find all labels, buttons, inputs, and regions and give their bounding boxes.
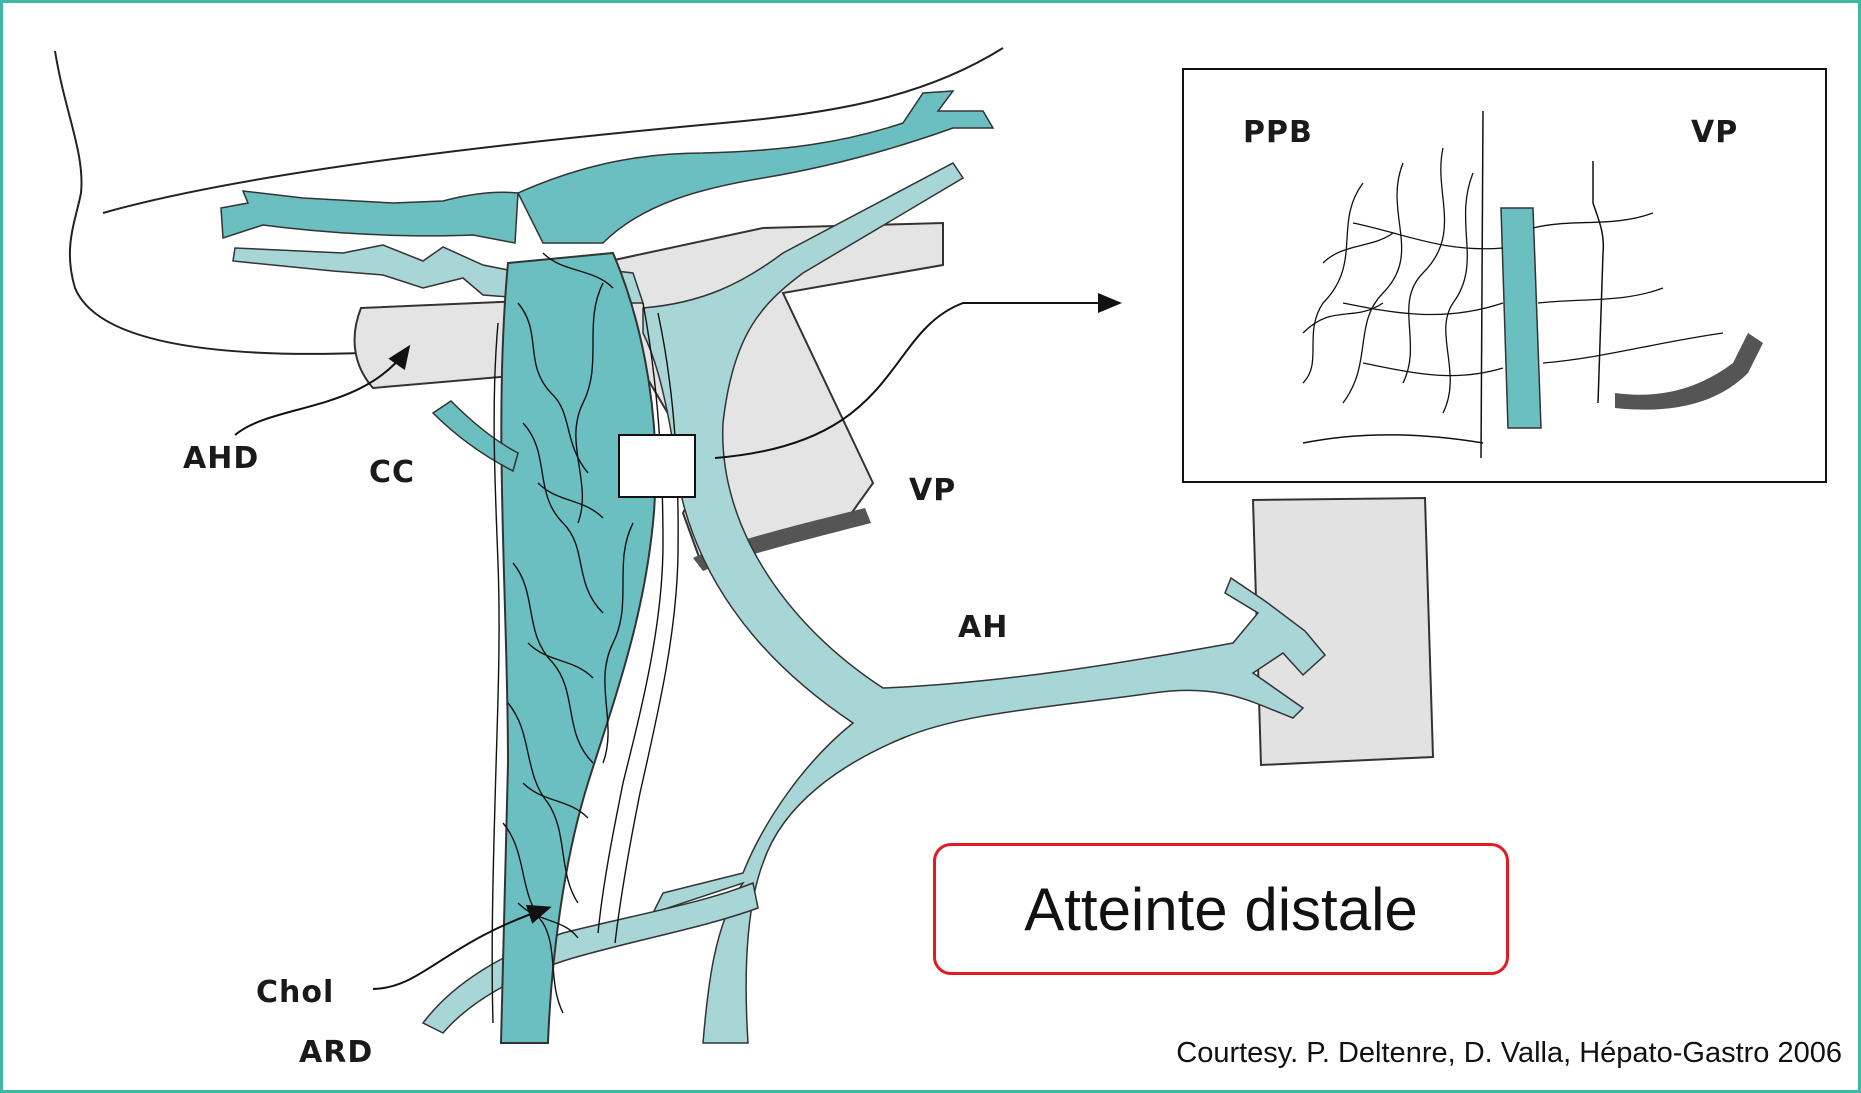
inset-label-ppb: PPB: [1243, 115, 1313, 150]
bile-duct-right-branch: [518, 91, 993, 243]
label-chol: Chol: [256, 975, 334, 1010]
caption-text: Atteinte distale: [1024, 875, 1418, 944]
label-vp: VP: [909, 473, 956, 508]
label-cc: CC: [369, 455, 415, 490]
bile-duct-left-branch: [221, 191, 518, 243]
label-ahd: AHD: [183, 441, 259, 476]
zoom-box: [619, 435, 695, 497]
caption-box: Atteinte distale: [933, 843, 1509, 975]
inset-label-vp: VP: [1691, 115, 1738, 150]
anatomy-diagram: [3, 3, 1858, 1090]
label-ah: AH: [958, 610, 1008, 645]
source-credit: Courtesy. P. Deltenre, D. Valla, Hépato-…: [1176, 1037, 1842, 1070]
label-ard: ARD: [299, 1035, 373, 1070]
